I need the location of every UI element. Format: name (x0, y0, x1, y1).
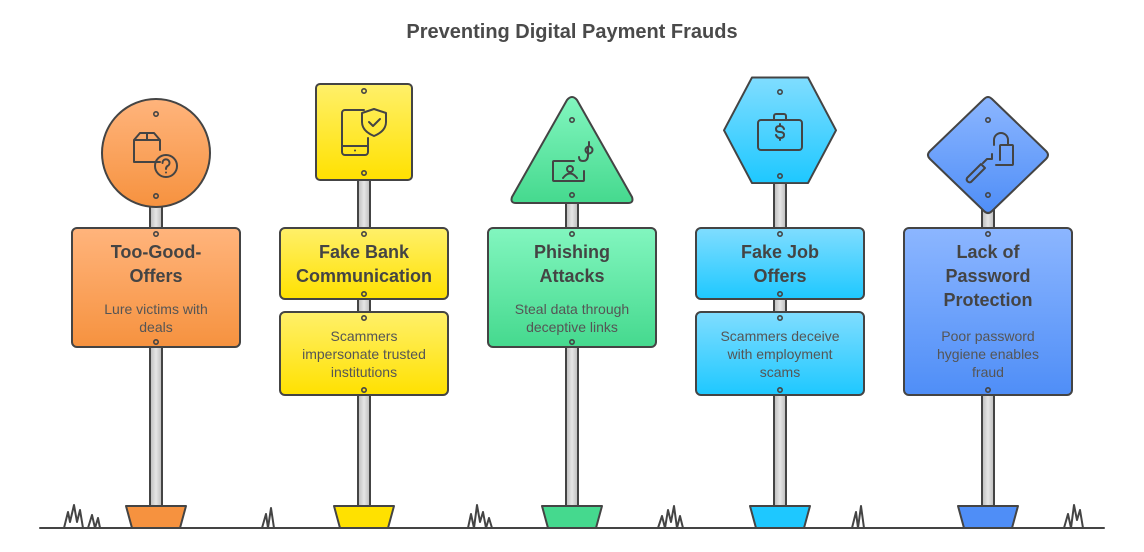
triangle-sign (510, 96, 634, 204)
phone-shield-icon (341, 108, 387, 156)
square-sign (315, 83, 413, 181)
sign-title: Too-Good-Offers (111, 242, 202, 286)
unlocked-padlock-key-icon (965, 132, 1014, 184)
phishing-hook-icon (552, 141, 594, 182)
briefcase-dollar-icon (757, 113, 803, 151)
package-question-icon (133, 132, 178, 178)
diamond-sign (927, 96, 1049, 214)
hexagon-sign (723, 76, 837, 185)
circle-sign (101, 98, 211, 208)
diagram-title: Preventing Digital Payment Frauds (406, 21, 737, 43)
